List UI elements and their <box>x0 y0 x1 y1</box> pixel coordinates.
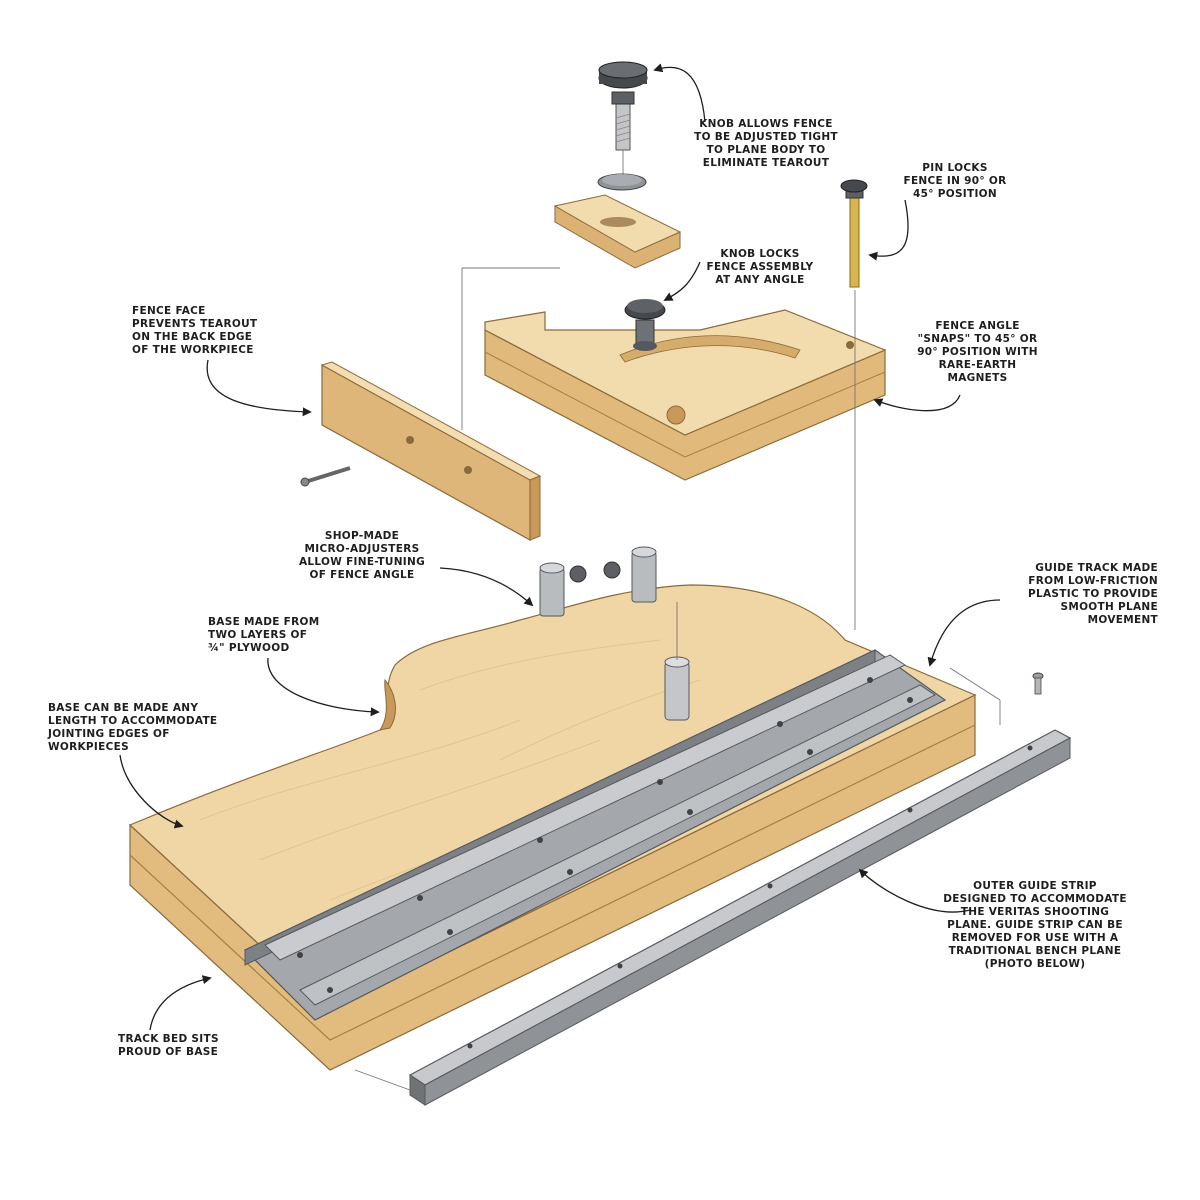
callout-track-bed: TRACK BED SITS PROUD OF BASE <box>118 1033 219 1058</box>
fence-face <box>320 361 542 542</box>
knob-icon <box>598 61 648 151</box>
callout-knob-locks: KNOB LOCKS FENCE ASSEMBLY AT ANY ANGLE <box>706 248 814 286</box>
callout-base-plywood: BASE MADE FROM TWO LAYERS OF ¾" PLYWOOD <box>208 616 320 654</box>
callout-base-length: BASE CAN BE MADE ANY LENGTH TO ACCOMMODA… <box>48 702 218 753</box>
pin-icon <box>840 179 868 288</box>
callout-fence-angle: FENCE ANGLE "SNAPS" TO 45° OR 90° POSITI… <box>917 320 1038 384</box>
callout-fence-face: FENCE FACE PREVENTS TEAROUT ON THE BACK … <box>132 305 258 356</box>
knob-icon <box>624 299 666 351</box>
callout-micro-adjusters: SHOP-MADE MICRO-ADJUSTERS ALLOW FINE-TUN… <box>298 530 426 581</box>
callout-outer-strip: OUTER GUIDE STRIP DESIGNED TO ACCOMMODAT… <box>943 880 1127 970</box>
callout-leaders <box>119 63 1001 1031</box>
micro-adjusters <box>539 546 690 721</box>
screw-icon <box>300 466 351 487</box>
outer-guide-strip <box>408 729 1072 1106</box>
callout-knob-fence: KNOB ALLOWS FENCE TO BE ADJUSTED TIGHT T… <box>694 118 838 169</box>
fence-block <box>553 194 682 269</box>
guide-track <box>243 649 947 1021</box>
screw-icon <box>1032 672 1044 695</box>
washer-icon <box>597 173 647 191</box>
alignment-lines <box>354 150 1001 1091</box>
callout-guide-track: GUIDE TRACK MADE FROM LOW-FRICTION PLAST… <box>1028 562 1158 626</box>
callout-pin-locks: PIN LOCKS FENCE IN 90° OR 45° POSITION <box>903 162 1007 200</box>
fence-assembly <box>484 309 887 481</box>
